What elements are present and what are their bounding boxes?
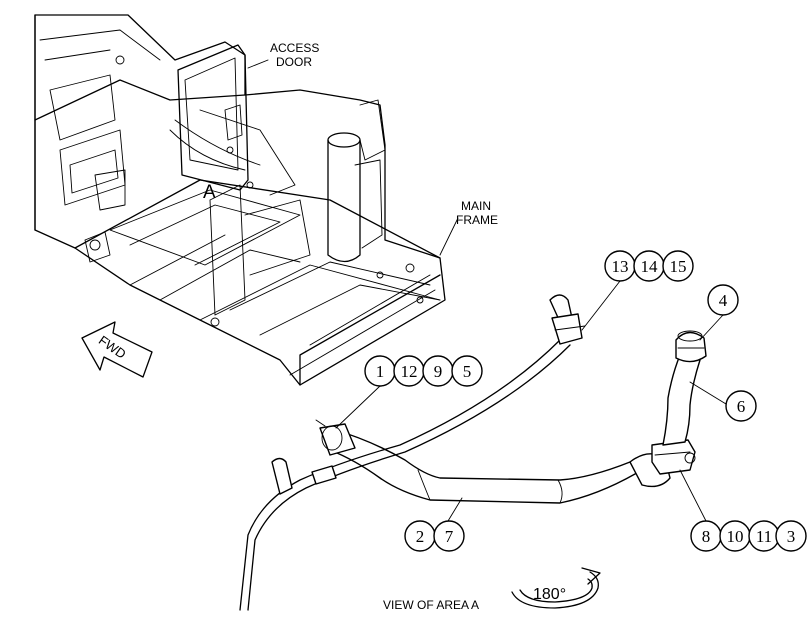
callout-group-2-7: 2 7 xyxy=(404,497,465,552)
callout-13: 13 xyxy=(612,257,629,276)
callout-1: 1 xyxy=(376,362,385,381)
machine-frame-drawing xyxy=(34,14,446,386)
callout-9: 9 xyxy=(434,362,443,381)
callout-2: 2 xyxy=(416,527,425,546)
area-marker-label: A xyxy=(203,182,216,203)
callout-4: 4 xyxy=(699,284,739,341)
callout-5: 5 xyxy=(463,362,472,381)
callout-group-13-14-15: 13 14 15 xyxy=(581,250,694,331)
rotation-label: 180° xyxy=(533,586,566,603)
main-frame-label-line1: MAIN xyxy=(461,199,491,213)
fwd-arrow-icon xyxy=(81,321,153,378)
hose-assembly-drawing xyxy=(239,294,707,611)
callout-7: 7 xyxy=(445,527,454,546)
callout-8: 8 xyxy=(702,527,711,546)
callout-15: 15 xyxy=(670,257,687,276)
access-door-label-line1: ACCESS xyxy=(270,41,319,55)
callout-3: 3 xyxy=(787,527,796,546)
callout-14: 14 xyxy=(641,257,659,276)
view-caption: VIEW OF AREA A xyxy=(383,598,479,612)
access-door-label-line2: DOOR xyxy=(276,55,312,69)
callout-4-number: 4 xyxy=(719,291,728,310)
callout-6: 6 xyxy=(689,381,757,422)
callout-group-8-10-11-3: 8 10 11 3 xyxy=(679,469,807,552)
callout-group-1-12-9-5: 1 12 9 5 xyxy=(335,355,483,429)
callout-6-number: 6 xyxy=(737,397,746,416)
rotation-arrow-icon xyxy=(511,567,601,609)
main-frame-label-line2: FRAME xyxy=(456,213,498,227)
access-door-leader xyxy=(247,59,269,69)
main-frame-leader xyxy=(439,217,459,256)
callout-11: 11 xyxy=(756,527,772,546)
callout-10: 10 xyxy=(727,527,744,546)
callout-12: 12 xyxy=(401,362,418,381)
fwd-arrow-label: FWD xyxy=(96,333,129,362)
